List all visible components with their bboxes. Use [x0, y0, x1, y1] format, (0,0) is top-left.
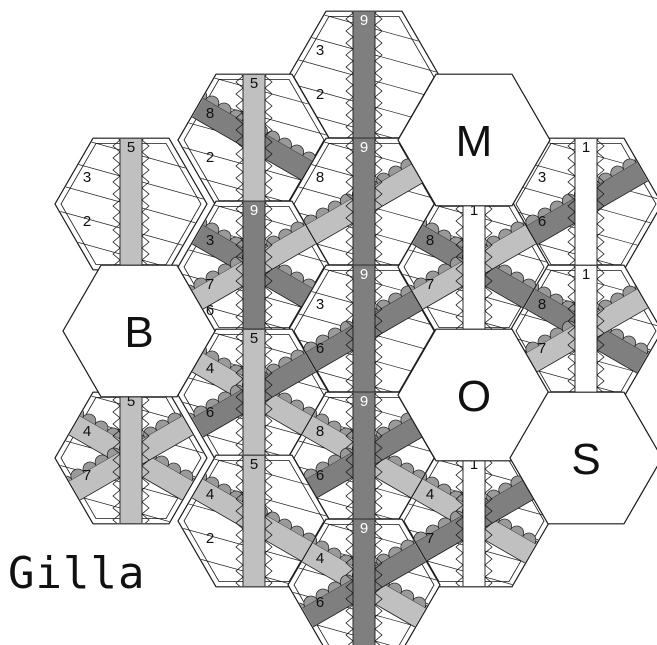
- tile-number-label: 7: [426, 276, 434, 293]
- board-tile[interactable]: 1 3 6: [503, 128, 657, 280]
- hex-outline: [397, 73, 551, 207]
- tile-number-label: 9: [360, 520, 368, 537]
- tile-number-label: 4: [83, 423, 91, 440]
- tile-number-label: 6: [316, 340, 324, 357]
- hex-inner-border: [183, 459, 325, 582]
- board-tile[interactable]: 98: [281, 128, 444, 280]
- tile-number-label: 4: [426, 486, 434, 503]
- tile-number-label: 3: [538, 169, 546, 186]
- letter-hex-m[interactable]: M: [397, 73, 551, 207]
- tile-number-label: 8: [538, 296, 546, 313]
- tile-number-label: 2: [206, 149, 214, 166]
- board-tile[interactable]: 9 3 2: [287, 1, 441, 153]
- tile-number-label: 7: [206, 276, 214, 293]
- tile-number-label: 1: [582, 266, 590, 283]
- board-tile[interactable]: 1 4 7: [391, 445, 558, 597]
- vertical-band: [235, 456, 273, 586]
- vertical-band: [567, 266, 605, 396]
- hex-inner-border: [183, 205, 325, 329]
- vertical-band: [235, 75, 273, 205]
- vertical-band: [345, 520, 383, 645]
- tile-number-label: 6: [206, 302, 214, 319]
- hex-outline: [509, 391, 657, 525]
- vertical-band: [112, 393, 150, 523]
- tile-number-label: 1: [582, 139, 590, 156]
- tile-number-label: 4: [316, 550, 324, 567]
- vertical-band: [112, 139, 150, 269]
- tile-number-label: 9: [360, 266, 368, 283]
- tile-number-label: 3: [316, 42, 324, 59]
- letter-hex-b[interactable]: B: [62, 264, 216, 398]
- tile-number-label: 2: [83, 213, 91, 230]
- tile-number-label: 8: [316, 169, 324, 186]
- tile-number-label: 6: [316, 467, 324, 484]
- tile-number-label: 9: [360, 139, 368, 156]
- hex-letter: M: [456, 117, 493, 166]
- tile-number-label: 6: [206, 404, 214, 421]
- vertical-band: [235, 330, 273, 460]
- tile-number-label: 2: [316, 86, 324, 103]
- caption-text: Gilla: [8, 548, 146, 599]
- tile-number-label: 5: [250, 75, 258, 92]
- tile-number-label: 3: [316, 296, 324, 313]
- tile-number-label: 9: [250, 202, 258, 219]
- tile-number-label: 5: [127, 393, 135, 410]
- hex-letter: S: [571, 435, 600, 484]
- tile-number-label: 7: [83, 467, 91, 484]
- hex-inner-border: [293, 524, 435, 645]
- hex-letter: O: [457, 372, 491, 421]
- hex-letter: B: [124, 308, 153, 357]
- tile-number-label: 1: [470, 202, 478, 219]
- board-tile[interactable]: 5 3 2: [54, 128, 208, 280]
- board-tile[interactable]: 9 4 6: [281, 509, 448, 645]
- vertical-band: [455, 456, 493, 586]
- vertical-band: [345, 266, 383, 396]
- tile-number-label: 5: [250, 330, 258, 347]
- board-tile[interactable]: 9 8 6: [281, 382, 448, 534]
- board-tile[interactable]: 1 8 7: [391, 191, 558, 343]
- tile-number-label: 5: [127, 139, 135, 156]
- vertical-band: [345, 393, 383, 523]
- tile-number-label: 9: [360, 12, 368, 29]
- tile-number-label: 6: [316, 594, 324, 611]
- hex-outline: [62, 264, 216, 398]
- tile-number-label: 3: [83, 169, 91, 186]
- tile-number-label: 7: [426, 530, 434, 547]
- vertical-band: [567, 139, 605, 269]
- tile-number-label: 6: [538, 213, 546, 230]
- letter-hex-o[interactable]: O: [397, 328, 551, 462]
- tile-number-label: 1: [470, 456, 478, 473]
- vertical-band: [235, 202, 273, 332]
- tile-number-label: 8: [206, 105, 214, 122]
- vertical-band: [345, 139, 383, 269]
- tile-number-label: 2: [206, 530, 214, 547]
- tile-number-label: 5: [250, 456, 258, 473]
- letter-hex-s[interactable]: S: [509, 391, 657, 525]
- vertical-band: [345, 12, 383, 142]
- tile-number-label: 4: [206, 360, 214, 377]
- board-tile[interactable]: 1 8 7: [503, 255, 657, 407]
- tile-number-label: 8: [316, 423, 324, 440]
- tile-number-label: 9: [360, 393, 368, 410]
- tile-number-label: 8: [426, 232, 434, 249]
- tile-number-label: 3: [206, 232, 214, 249]
- tile-number-label: 7: [538, 340, 546, 357]
- board-tile[interactable]: 5 4 7: [48, 382, 215, 534]
- board-tile[interactable]: 5 4 6: [171, 319, 338, 471]
- tile-number-label: 4: [206, 486, 214, 503]
- vertical-band: [455, 202, 493, 332]
